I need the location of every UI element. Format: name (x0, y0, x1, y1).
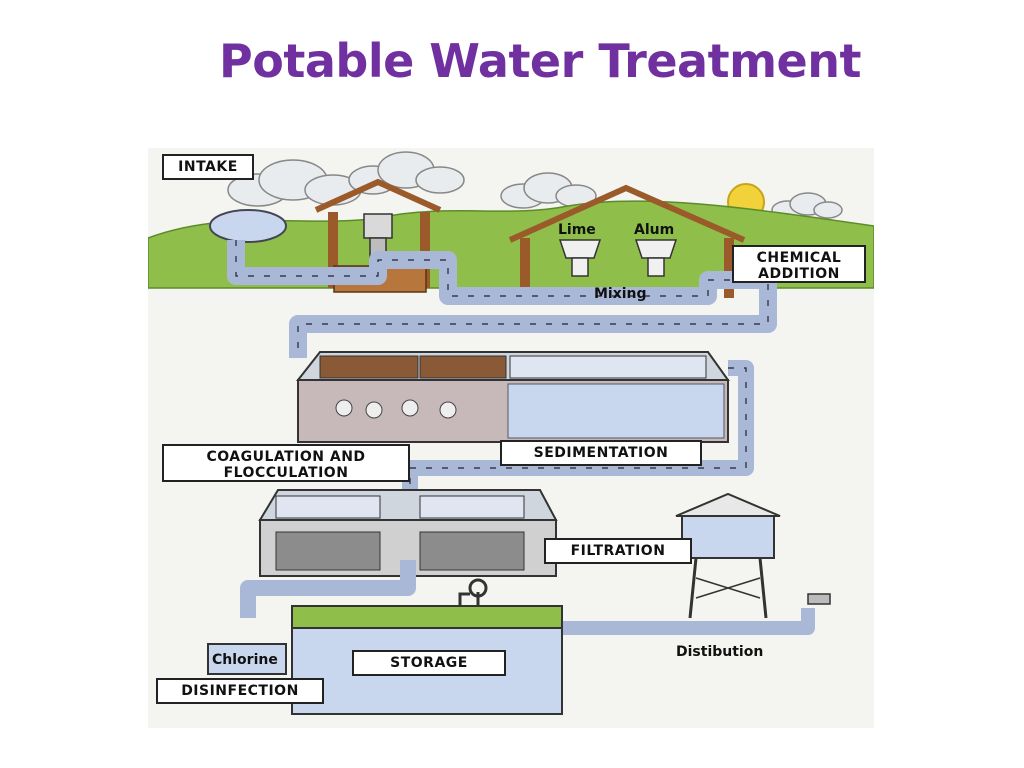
label-disinfection: DISINFECTION (156, 678, 324, 704)
label-distribution: Distibution (676, 644, 764, 660)
intake-lake (209, 209, 287, 243)
water-tower (675, 492, 781, 619)
label-chlorine: Chlorine (212, 652, 278, 668)
label-chemical-addition: CHEMICAL ADDITION (732, 245, 866, 283)
chemical-house (508, 184, 746, 298)
diagram-illustration (148, 148, 874, 728)
label-alum: Alum (634, 222, 675, 238)
page-title: Potable Water Treatment (219, 34, 861, 88)
label-sedimentation: SEDIMENTATION (500, 440, 702, 466)
label-storage: STORAGE (352, 650, 506, 676)
label-lime: Lime (558, 222, 596, 238)
chlorine-tank (207, 643, 287, 675)
valve-icon (468, 578, 488, 598)
lime-hopper (558, 239, 602, 259)
intake-pipe (227, 240, 777, 358)
label-coagulation-flocculation: COAGULATION AND FLOCCULATION (162, 444, 410, 482)
label-mixing: Mixing (594, 286, 647, 302)
water-treatment-diagram: INTAKE CHEMICAL ADDITION Lime Alum Mixin… (148, 148, 874, 728)
filtration-tanks (258, 489, 558, 577)
cloud-icon (771, 192, 843, 220)
sedimentation-tank (295, 351, 730, 443)
filtration-pipe (240, 560, 416, 618)
flow-arrows (409, 367, 747, 492)
label-intake: INTAKE (162, 154, 254, 180)
alum-hopper (634, 239, 678, 259)
faucet-icon (807, 593, 831, 605)
distribution-pipe (560, 608, 815, 635)
cloud-icon (500, 172, 597, 209)
label-filtration: FILTRATION (544, 538, 692, 564)
